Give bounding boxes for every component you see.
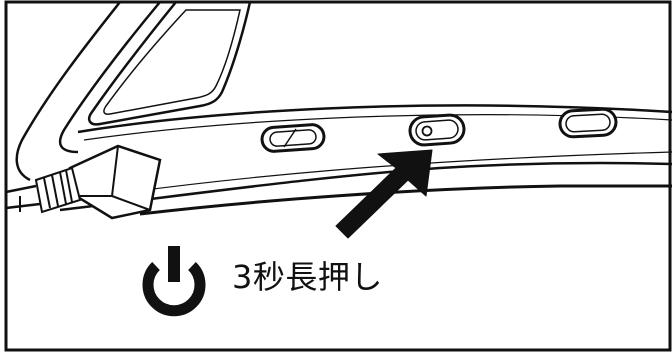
power-icon — [142, 246, 206, 317]
power-button — [408, 113, 466, 147]
housing-lower-line — [139, 184, 672, 216]
lens-window — [88, 0, 252, 126]
cable-connector — [5, 144, 162, 220]
band-top-edge — [77, 104, 672, 134]
left-button — [260, 123, 326, 153]
lens-window-inner — [103, 9, 241, 115]
device-body-outline — [15, 1, 161, 182]
long-press-caption: 3秒長押し — [232, 258, 383, 296]
arrow-icon — [335, 149, 433, 239]
band-bottom-inner — [99, 151, 672, 197]
right-button — [558, 107, 618, 139]
image-frame — [4, 0, 672, 352]
